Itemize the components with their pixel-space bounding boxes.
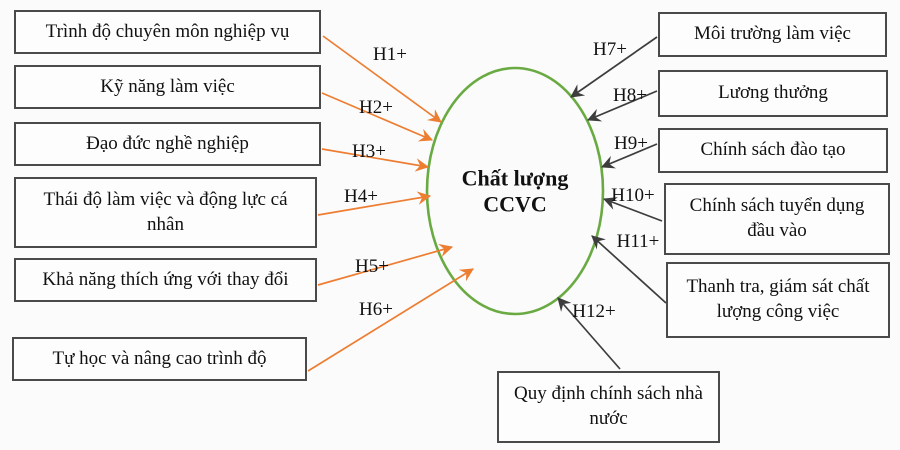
- factor-box-professional-qualification: Trình độ chuyên môn nghiệp vụ: [14, 10, 321, 54]
- arrow-h10: [602, 197, 663, 222]
- factor-box-adaptability: Khả năng thích ứng với thay đổi: [14, 258, 317, 302]
- factor-box-inspection-supervision: Thanh tra, giám sát chất lượng công việc: [666, 262, 890, 338]
- arrow-h4: [317, 191, 432, 216]
- hypothesis-label-h1: H1+: [373, 44, 407, 65]
- factor-box-training-policy: Chính sách đào tạo: [658, 128, 888, 173]
- arrow-h5: [317, 243, 454, 286]
- factor-label: Thái độ làm việc và động lực cá nhân: [43, 188, 288, 235]
- factor-box-self-learning: Tự học và nâng cao trình độ: [12, 337, 307, 381]
- hypothesis-label-h4: H4+: [344, 186, 378, 207]
- factor-box-working-skills: Kỹ năng làm việc: [14, 65, 321, 109]
- arrow-h2: [321, 92, 434, 142]
- factor-box-professional-ethics: Đạo đức nghề nghiệp: [14, 122, 321, 166]
- factor-label: Thanh tra, giám sát chất lượng công việc: [686, 276, 870, 322]
- arrow-h3: [321, 148, 430, 172]
- factor-label: Trình độ chuyên môn nghiệp vụ: [45, 20, 290, 42]
- arrow-h6: [307, 268, 474, 372]
- factor-label: Chính sách đào tạo: [700, 139, 846, 161]
- factor-label: Môi trường làm việc: [693, 23, 851, 45]
- arrow-h1: [322, 35, 442, 123]
- factor-label: Khả năng thích ứng với thay đổi: [42, 268, 289, 290]
- central-ellipse: [425, 66, 605, 316]
- central-node-label: Chất lượng CCVC: [462, 166, 569, 219]
- arrow-h12: [557, 297, 621, 370]
- hypothesis-label-h5: H5+: [355, 256, 389, 277]
- factor-label: Đạo đức nghề nghiệp: [86, 132, 249, 154]
- factor-label: Kỹ năng làm việc: [100, 75, 235, 97]
- factor-box-recruitment-policy: Chính sách tuyển dụng đầu vào: [664, 183, 890, 255]
- hypothesis-label-h3: H3+: [352, 141, 386, 162]
- hypothesis-label-h11: H11+: [616, 231, 660, 252]
- factor-box-attitude-motivation: Thái độ làm việc và động lực cá nhân: [14, 177, 317, 248]
- hypothesis-label-h9: H9+: [614, 133, 648, 154]
- hypothesis-label-h6: H6+: [359, 299, 393, 320]
- hypothesis-label-h8: H8+: [613, 85, 647, 106]
- central-node-line2: CCVC: [483, 192, 547, 217]
- arrow-h8: [586, 90, 658, 122]
- factor-box-state-policy: Quy định chính sách nhà nước: [497, 371, 720, 443]
- factor-label: Quy định chính sách nhà nước: [514, 383, 703, 429]
- arrow-h11: [591, 235, 667, 304]
- hypothesis-label-h12: H12+: [572, 301, 616, 322]
- factor-label: Chính sách tuyển dụng đầu vào: [689, 195, 865, 241]
- arrow-h9: [600, 143, 658, 169]
- arrow-h7: [570, 36, 658, 98]
- hypothesis-label-h10: H10+: [611, 185, 655, 206]
- hypothesis-label-h2: H2+: [359, 97, 393, 118]
- hypothesis-label-h7: H7+: [593, 39, 627, 60]
- factor-label: Lương thưởng: [718, 82, 828, 104]
- factor-box-salary-bonus: Lương thưởng: [658, 70, 888, 117]
- factor-box-work-environment: Môi trường làm việc: [658, 12, 887, 57]
- central-node-line1: Chất lượng: [461, 165, 569, 191]
- factor-label: Tự học và nâng cao trình độ: [52, 347, 267, 369]
